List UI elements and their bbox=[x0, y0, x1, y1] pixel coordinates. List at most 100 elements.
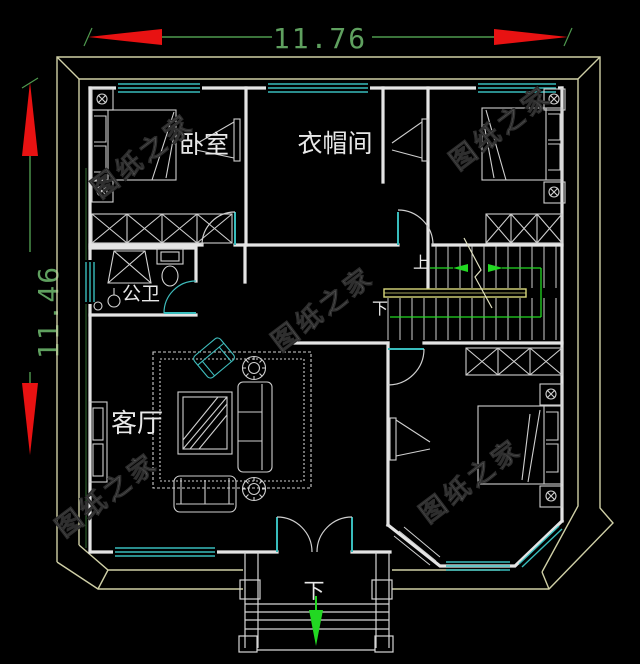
coffee-table-inner bbox=[182, 396, 228, 450]
tv-icon bbox=[233, 118, 241, 162]
tv-cabinet-shelf bbox=[92, 407, 104, 441]
wardrobe-x-pattern bbox=[91, 213, 233, 244]
doors bbox=[163, 209, 434, 386]
wardrobe bbox=[485, 213, 563, 244]
dimension-left: 11.46 bbox=[21, 77, 87, 548]
dimension-tick bbox=[83, 27, 573, 47]
nightstand-lamp-icon bbox=[96, 185, 108, 197]
stairs-up-label: 上 bbox=[413, 253, 429, 272]
nightstand bbox=[539, 383, 563, 406]
door-arc-bedroom-tl bbox=[201, 211, 236, 246]
dimension-arrow-up-icon bbox=[22, 82, 38, 156]
wardrobe-x-pattern bbox=[485, 213, 563, 244]
coffee-table-hatch bbox=[182, 396, 228, 450]
bed bbox=[477, 405, 563, 485]
window-bathroom bbox=[85, 262, 95, 302]
window-bedroom-tr bbox=[478, 83, 556, 93]
window-bedroom-tl bbox=[118, 83, 200, 93]
stairs-down-label: 下 bbox=[372, 299, 388, 318]
door-arc-bathroom bbox=[163, 280, 197, 314]
floor-drain-icon bbox=[93, 301, 103, 311]
tv-icon bbox=[389, 417, 397, 461]
rug-inner-border bbox=[159, 358, 305, 482]
window-bay-west-hatch bbox=[393, 526, 441, 566]
eave-miter-line bbox=[56, 56, 601, 590]
side-table-inner bbox=[247, 482, 261, 496]
nightstand bbox=[539, 485, 563, 508]
toilet-tank bbox=[156, 248, 184, 265]
wall-bathroom bbox=[88, 243, 247, 317]
sofa bbox=[237, 381, 273, 473]
dimension-top-value: 11.76 bbox=[273, 22, 367, 55]
nightstand bbox=[543, 181, 566, 204]
bedroom-tl-furniture bbox=[91, 88, 241, 244]
dimension-tick bbox=[21, 77, 39, 89]
entrance-down-label: 下 bbox=[304, 579, 325, 603]
room-label-bathroom: 公卫 bbox=[122, 283, 160, 305]
tv-cabinet-shelf bbox=[92, 443, 104, 477]
toilet-tank-inner bbox=[160, 251, 180, 262]
nightstand-lamp-icon bbox=[545, 490, 557, 502]
loveseat-cushions bbox=[176, 478, 234, 505]
nightstand-lamp-icon bbox=[545, 388, 557, 400]
dimension-arrow-left-icon bbox=[88, 29, 162, 45]
bathroom-fixtures bbox=[93, 248, 184, 311]
bedroom-tr-furniture bbox=[391, 88, 566, 244]
tv-cone bbox=[195, 121, 235, 159]
nightstand-lamp-icon bbox=[96, 93, 108, 105]
rug bbox=[152, 351, 312, 489]
entry-direction-arrow-icon bbox=[309, 610, 323, 646]
porch-column bbox=[239, 579, 261, 600]
direction-arrow-right-icon bbox=[488, 264, 503, 272]
staircase: 上 下 bbox=[372, 237, 557, 340]
window-living-south bbox=[115, 547, 215, 557]
stair-break-line bbox=[463, 237, 493, 309]
dimension-arrow-right-icon bbox=[494, 29, 568, 45]
window-bay-east bbox=[518, 525, 563, 568]
nightstand-lamp-icon bbox=[548, 186, 560, 198]
porch-pier bbox=[238, 635, 258, 653]
loveseat bbox=[173, 475, 237, 513]
room-label-bedroom: 卧室 bbox=[179, 130, 229, 159]
dimension-top: 11.76 bbox=[83, 22, 573, 55]
porch-pier bbox=[374, 635, 394, 653]
entry-door-leaves bbox=[276, 517, 353, 552]
living-room-furniture bbox=[88, 337, 312, 513]
sofa-cushions bbox=[238, 384, 263, 470]
window-bay-south bbox=[446, 561, 510, 571]
nightstand bbox=[91, 180, 114, 203]
room-label-cloakroom: 衣帽间 bbox=[297, 129, 372, 158]
armchair-seat bbox=[193, 337, 235, 379]
porch-walls bbox=[244, 552, 390, 648]
stair-direction-path bbox=[390, 264, 542, 318]
direction-arrow-left-icon bbox=[453, 264, 468, 272]
direction-line bbox=[390, 267, 542, 318]
side-table-inner bbox=[247, 361, 261, 375]
stair-treads-lower bbox=[387, 298, 557, 340]
wardrobe bbox=[465, 347, 563, 376]
bed bbox=[91, 109, 177, 181]
room-label-living: 客厅 bbox=[111, 409, 163, 439]
bedroom-br-furniture bbox=[389, 347, 563, 508]
room-labels: 卧室 衣帽间 公卫 客厅 bbox=[111, 129, 373, 439]
windows bbox=[85, 83, 563, 571]
armchair bbox=[193, 337, 235, 379]
nightstand bbox=[543, 88, 566, 111]
dimension-arrow-down-icon bbox=[22, 383, 38, 455]
porch-column bbox=[371, 579, 393, 600]
tv-cabinet bbox=[88, 401, 108, 483]
tv-icon bbox=[421, 118, 429, 162]
window-cloakroom bbox=[268, 83, 368, 93]
tv-cone bbox=[395, 419, 431, 457]
bed bbox=[481, 107, 563, 181]
dimension-left-value: 11.46 bbox=[32, 265, 65, 359]
entry-door-arcs bbox=[276, 516, 353, 553]
coffee-table bbox=[177, 391, 233, 455]
nightstand-lamp-icon bbox=[548, 93, 560, 105]
toilet-bowl bbox=[161, 265, 179, 287]
tv-cone bbox=[391, 121, 423, 159]
door-arc-bedroom-br bbox=[387, 348, 425, 386]
door-arc-bedroom-tr bbox=[397, 209, 434, 246]
